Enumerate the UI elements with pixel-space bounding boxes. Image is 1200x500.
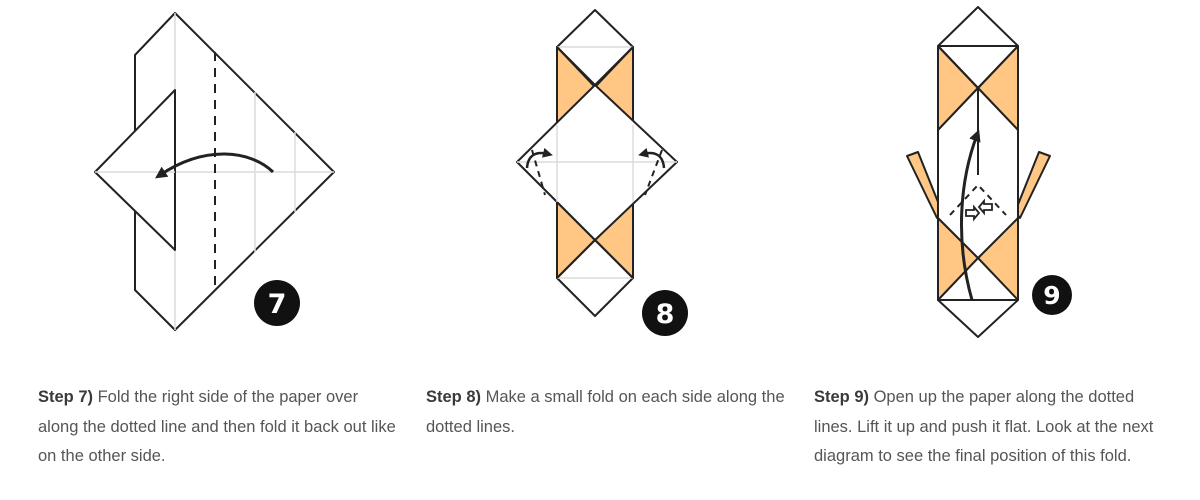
step8-crease-lines [517,46,677,279]
step9-fold-lines [949,183,1007,216]
step7-diagram: 7 [94,12,335,331]
step8-label: Step 8) [426,388,482,406]
step7-caption: Step 7) Fold the right side of the paper… [38,383,398,472]
step9-caption: Step 9) Open up the paper along the dott… [814,383,1174,472]
step9-push-arrows [965,198,993,222]
step8-right-arrow [638,147,666,169]
step7-left-flap [94,89,176,251]
step9-lift-arrow [959,129,981,301]
step8-text: Make a small fold on each side along the… [426,388,785,436]
svg-text:8: 8 [656,299,675,330]
step8-badge: 8 [642,290,688,336]
step8-diagram: 8 [516,9,688,336]
step7-label: Step 7) [38,388,94,406]
origami-diagram: 7 [94,6,1072,338]
step9-right-flap [1014,151,1051,219]
svg-text:9: 9 [1043,281,1060,310]
step9-label: Step 9) [814,388,870,406]
step7-fold-arrow [155,152,275,179]
svg-text:7: 7 [268,289,287,320]
step7-text: Fold the right side of the paper over al… [38,388,396,465]
step9-left-flap [906,151,943,219]
step9-badge: 9 [1032,275,1072,315]
step8-fold-lines [531,149,663,196]
step7-badge: 7 [254,280,300,326]
step8-caption: Step 8) Make a small fold on each side a… [426,383,786,442]
step9-text: Open up the paper along the dotted lines… [814,388,1154,465]
step8-left-arrow [525,147,553,169]
step9-diagram: 9 [906,6,1072,338]
